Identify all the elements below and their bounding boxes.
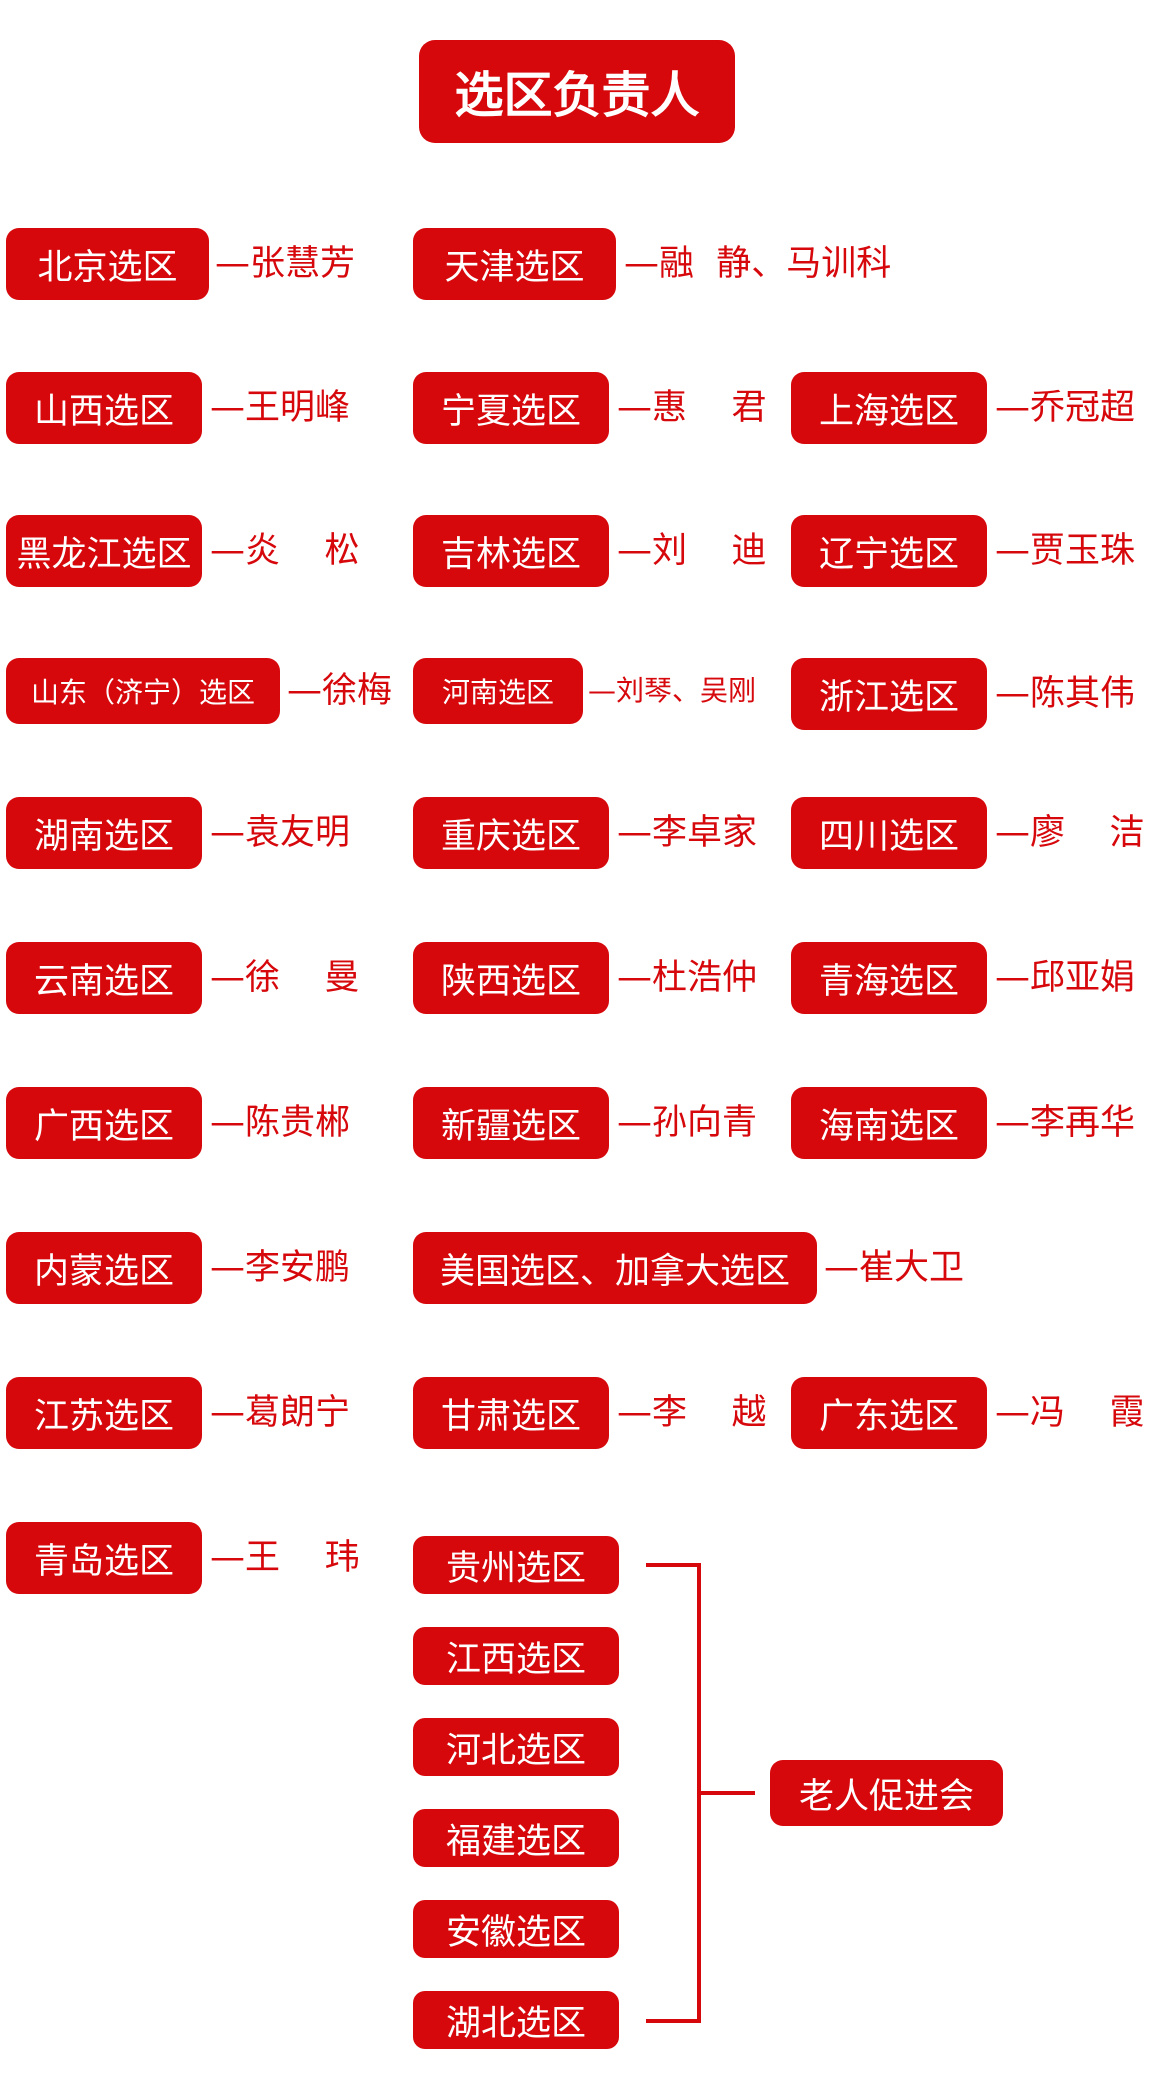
region-badge-beijing: 北京选区 bbox=[6, 228, 209, 300]
region-badge-chongqing: 重庆选区 bbox=[413, 797, 609, 869]
group-region-fujian: 福建选区 bbox=[413, 1809, 619, 1867]
page-title: 选区负责人 bbox=[419, 40, 735, 143]
leader-name-shanghai: —乔冠超 bbox=[995, 388, 1136, 428]
leader-name-qingdao: —王 玮 bbox=[210, 1538, 360, 1578]
leader-name-neimeng: —李安鹏 bbox=[210, 1248, 351, 1288]
group-region-guizhou: 贵州选区 bbox=[413, 1536, 619, 1594]
leader-name-henan: —刘琴、吴刚 bbox=[588, 674, 757, 707]
region-badge-zhejiang: 浙江选区 bbox=[791, 658, 987, 730]
leader-name-yunnan: —徐 曼 bbox=[210, 958, 360, 998]
region-badge-guangxi: 广西选区 bbox=[6, 1087, 202, 1159]
region-badge-usa-canada: 美国选区、加拿大选区 bbox=[413, 1232, 817, 1304]
leader-name-tianjin: —融 静、马训科 bbox=[624, 244, 892, 284]
region-badge-shandong-jining: 山东（济宁）选区 bbox=[6, 658, 280, 724]
region-badge-henan: 河南选区 bbox=[413, 658, 583, 724]
leader-name-heilongjiang: —炎 松 bbox=[210, 531, 360, 571]
leader-name-hunan: —袁友明 bbox=[210, 813, 351, 853]
leader-name-guangdong: —冯 霞 bbox=[995, 1393, 1145, 1433]
region-badge-ningxia: 宁夏选区 bbox=[413, 372, 609, 444]
region-badge-hunan: 湖南选区 bbox=[6, 797, 202, 869]
group-region-hebei: 河北选区 bbox=[413, 1718, 619, 1776]
leader-name-shandong-jining: —徐梅 bbox=[287, 671, 393, 711]
region-badge-jilin: 吉林选区 bbox=[413, 515, 609, 587]
group-bracket bbox=[646, 1563, 701, 2023]
region-badge-xinjiang: 新疆选区 bbox=[413, 1087, 609, 1159]
region-badge-qingdao: 青岛选区 bbox=[6, 1522, 202, 1594]
leader-name-beijing: —张慧芳 bbox=[215, 244, 356, 284]
region-badge-shanxi: 山西选区 bbox=[6, 372, 202, 444]
region-badge-shanghai: 上海选区 bbox=[791, 372, 987, 444]
leader-name-chongqing: —李卓家 bbox=[617, 813, 758, 853]
group-target-badge: 老人促进会 bbox=[770, 1760, 1003, 1826]
leader-name-jilin: —刘 迪 bbox=[617, 531, 767, 571]
leader-name-ningxia: —惠 君 bbox=[617, 388, 767, 428]
group-region-jiangxi: 江西选区 bbox=[413, 1627, 619, 1685]
region-badge-liaoning: 辽宁选区 bbox=[791, 515, 987, 587]
leader-name-jiangsu: —葛朗宁 bbox=[210, 1393, 351, 1433]
region-badge-heilongjiang: 黑龙江选区 bbox=[6, 515, 202, 587]
leader-name-hainan: —李再华 bbox=[995, 1103, 1136, 1143]
leader-name-usa-canada: —崔大卫 bbox=[824, 1248, 965, 1288]
region-badge-gansu: 甘肃选区 bbox=[413, 1377, 609, 1449]
group-connector-line bbox=[701, 1791, 755, 1795]
region-badge-tianjin: 天津选区 bbox=[413, 228, 616, 300]
leader-name-shaanxi: —杜浩仲 bbox=[617, 958, 758, 998]
region-badge-qinghai: 青海选区 bbox=[791, 942, 987, 1014]
leader-name-liaoning: —贾玉珠 bbox=[995, 531, 1136, 571]
leader-name-xinjiang: —孙向青 bbox=[617, 1103, 758, 1143]
region-badge-yunnan: 云南选区 bbox=[6, 942, 202, 1014]
group-region-hubei: 湖北选区 bbox=[413, 1991, 619, 2049]
leader-name-shanxi: —王明峰 bbox=[210, 388, 351, 428]
leader-name-zhejiang: —陈其伟 bbox=[995, 674, 1136, 714]
leader-name-guangxi: —陈贵郴 bbox=[210, 1103, 351, 1143]
region-badge-sichuan: 四川选区 bbox=[791, 797, 987, 869]
region-badge-shaanxi: 陕西选区 bbox=[413, 942, 609, 1014]
region-badge-jiangsu: 江苏选区 bbox=[6, 1377, 202, 1449]
region-badge-guangdong: 广东选区 bbox=[791, 1377, 987, 1449]
group-region-anhui: 安徽选区 bbox=[413, 1900, 619, 1958]
region-badge-hainan: 海南选区 bbox=[791, 1087, 987, 1159]
leader-name-qinghai: —邱亚娟 bbox=[995, 958, 1136, 998]
leader-name-gansu: —李 越 bbox=[617, 1393, 767, 1433]
region-badge-neimeng: 内蒙选区 bbox=[6, 1232, 202, 1304]
leader-name-sichuan: —廖 洁 bbox=[995, 813, 1145, 853]
